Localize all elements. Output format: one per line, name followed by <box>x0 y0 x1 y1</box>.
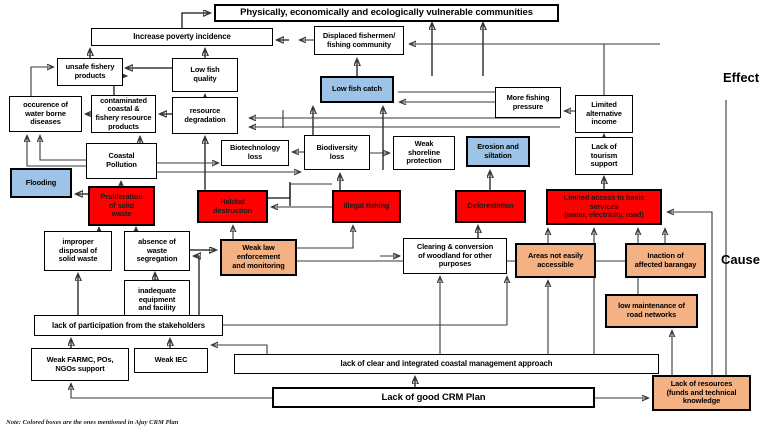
node-inadequate-equipment-facility: inadequate equipment and facility <box>124 280 190 320</box>
node-flooding: Flooding <box>10 168 72 198</box>
node-lack-clear-integrated-coastal: lack of clear and integrated coastal man… <box>234 354 659 374</box>
node-weak-shoreline-protection: Weak shoreline protection <box>393 136 455 170</box>
node-more-fishing-pressure: More fishing pressure <box>495 87 561 118</box>
node-improper-disposal-solid-waste: improper disposal of solid waste <box>44 231 112 271</box>
node-displaced-fishermen: Displaced fishermen/ fishing community <box>314 26 404 55</box>
node-biotechnology-loss: Biotechnology loss <box>221 140 289 166</box>
node-contaminated-coastal-fishery: contaminated coastal & fishery resource … <box>91 95 156 133</box>
node-lack-of-tourism-support: Lack of tourism support <box>575 137 633 175</box>
node-proliferation-of-solid-waste: Proliferation of solid waste <box>88 186 155 226</box>
node-limited-access-basic-services: Limited access to basic services (water,… <box>546 189 662 225</box>
node-biodiversity-loss: Biodiversity loss <box>304 135 370 170</box>
node-erosion-and-siltation: Erosion and siltation <box>466 136 530 167</box>
node-areas-not-easily-accessible: Areas not easily accessible <box>515 243 596 278</box>
node-weak-iec: Weak IEC <box>134 348 208 373</box>
node-weak-law-enforcement: Weak law enforcement and monitoring <box>220 239 297 276</box>
node-occurence-water-borne-diseases: occurence of water borne diseases <box>9 96 82 132</box>
node-lack-of-good-crm-plan: Lack of good CRM Plan <box>272 387 595 408</box>
node-absence-of-waste-segregation: absence of waste segregation <box>124 231 190 271</box>
node-clearing-conversion-woodland: Clearing & conversion of woodland for ot… <box>403 238 507 274</box>
node-lack-of-resources: Lack of resources (funds and technical k… <box>652 375 751 411</box>
node-deforestation: Deforestation <box>455 190 526 223</box>
node-low-fish-quality: Low fish quality <box>172 58 238 92</box>
node-limited-alternative-income: Limited alternative income <box>575 95 633 133</box>
node-inaction-of-affected-barangay: Inaction of affected barangay <box>625 243 706 278</box>
node-weak-farmc-pos-ngos: Weak FARMC, POs, NGOs support <box>31 348 129 381</box>
node-habitat-destruction: Habitat destruction <box>197 190 268 223</box>
node-illegal-fishing: Illegal fishing <box>332 190 401 223</box>
node-low-fish-catch: Low fish catch <box>320 76 394 103</box>
cause-axis-label: Cause <box>721 252 761 267</box>
node-low-maintenance-road-networks: low maintenance of road networks <box>605 294 698 328</box>
node-lack-participation-stakeholders: lack of participation from the stakehold… <box>34 315 223 336</box>
effect-axis-label: Effect <box>723 70 760 85</box>
node-unsafe-fishery-products: unsafe fishery products <box>57 58 123 86</box>
node-coastal-pollution: Coastal Pollution <box>86 143 157 179</box>
diagram-note: Note: Colored boxes are the ones mention… <box>6 419 179 426</box>
node-increase-poverty-incidence: Increase poverty incidence <box>91 28 273 46</box>
node-resource-degradation: resource degradation <box>172 97 238 134</box>
node-vulnerable-communities: Physically, economically and ecologicall… <box>214 4 559 22</box>
